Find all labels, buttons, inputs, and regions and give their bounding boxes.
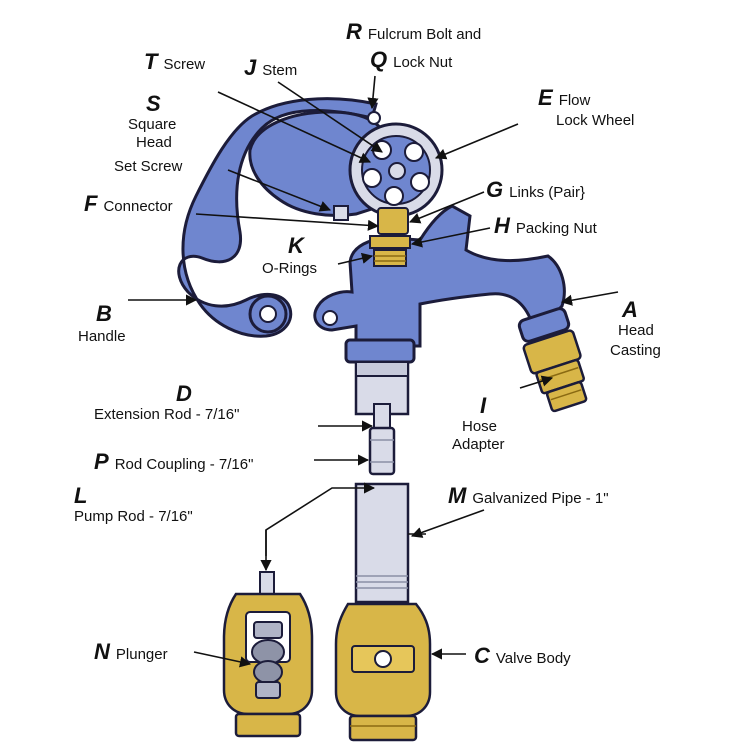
label-e-line2: Lock Wheel [556,112,635,129]
label-e-letter: E [538,85,553,110]
fulcrum-bolt [367,111,381,125]
hose-adapter [522,329,588,413]
label-m: M Galvanized Pipe - 1" [448,483,609,508]
label-k: K [288,233,310,258]
packing-nut [369,235,411,249]
extension-rod [373,403,391,429]
label-l-text: Pump Rod - 7/16" [74,508,193,525]
label-h-letter: H [494,213,510,238]
label-e: E Flow [538,85,591,110]
label-b-text: Handle [78,328,126,345]
galvanized-pipe [354,482,410,604]
label-f-text: Connector [103,198,173,215]
label-g-letter: G [486,177,504,202]
label-q: Q Lock Nut [370,47,453,72]
casting-base-ring [344,338,416,364]
label-f-letter: F [84,191,98,216]
label-r: R Fulcrum Bolt and [346,19,482,44]
flow-lock-wheel [348,122,444,218]
handle-lever [177,97,378,338]
label-s-line2: Head [136,134,172,151]
label-a-letter: A [622,297,638,322]
label-b-letter: B [96,301,112,326]
label-d: D [176,381,198,406]
label-c: C Valve Body [474,643,571,668]
label-j-text: Stem [262,62,298,79]
label-d-text: Extension Rod - 7/16" [94,406,240,423]
label-f: F Connector [84,191,173,216]
label-b: B [96,301,118,326]
label-s-line1: Square [128,116,177,133]
label-s: S [146,91,167,116]
label-l: L [74,483,93,508]
leader-lines [128,75,619,668]
label-i-line1: Hose [462,418,498,435]
label-n: N Plunger [94,639,168,664]
spout-collar [517,307,571,343]
label-l-letter: L [74,483,88,508]
label-q-text: Lock Nut [393,54,453,71]
casting-lug-hole [322,310,338,326]
label-r-letter: R [346,19,362,44]
label-t-text: Screw [163,56,206,73]
label-k-text: O-Rings [262,260,318,277]
label-i-line2: Adapter [452,436,505,453]
label-g-text: Links (Pair} [509,184,585,201]
label-q-letter: Q [370,47,388,72]
label-s-letter: S [146,91,161,116]
label-a: A [622,297,644,322]
label-i: I [480,393,492,418]
label-h-text: Packing Nut [515,220,597,237]
handle-eye-hole [259,305,277,323]
o-rings [373,249,407,267]
label-p: P Rod Coupling - 7/16" [94,449,254,474]
label-e-text: Flow [558,92,591,109]
label-i-letter: I [480,393,487,418]
label-h: H Packing Nut [494,213,597,238]
label-j: J Stem [244,55,298,80]
label-m-letter: M [448,483,467,508]
label-m-text: Galvanized Pipe - 1" [472,490,609,507]
label-t: T Screw [144,49,206,74]
label-c-text: Valve Body [495,650,571,667]
label-n-letter: N [94,639,110,664]
label-t-letter: T [144,49,158,74]
label-k-letter: K [288,233,304,258]
label-p-text: Rod Coupling - 7/16" [114,456,254,473]
label-g: G Links (Pair} [486,177,585,202]
set-screw [333,205,349,221]
label-j-letter: J [244,55,257,80]
links [377,207,409,235]
rod-coupling [368,426,396,476]
label-d-letter: D [176,381,192,406]
label-a-line2: Casting [610,342,661,359]
label-s-line3: Set Screw [114,158,183,175]
label-a-line1: Head [618,322,654,339]
label-n-text: Plunger [115,646,168,663]
label-p-letter: P [94,449,109,474]
plunger [251,621,285,699]
label-c-letter: C [474,643,490,668]
label-r-text: Fulcrum Bolt and [367,26,482,43]
